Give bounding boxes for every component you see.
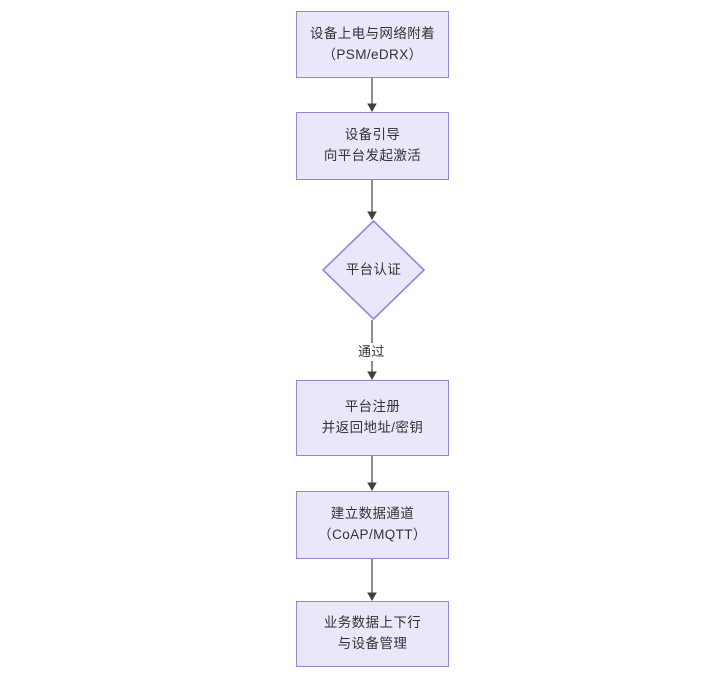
node-power-on[interactable]: 设备上电与网络附着 （PSM/eDRX）	[296, 11, 449, 78]
edge-label-e3: 通过	[355, 343, 388, 361]
node-business-data[interactable]: 业务数据上下行与设备管理	[296, 601, 449, 667]
node-label-platform-auth: 平台认证	[345, 261, 402, 277]
node-label-business-data-line-1: 业务数据上下行	[323, 615, 422, 631]
node-platform-auth[interactable]: 平台认证	[322, 220, 425, 320]
node-label-bootstrap-line-2: 向平台发起激活	[323, 148, 422, 163]
node-label-power-on-line-2: （PSM/eDRX）	[322, 46, 423, 62]
node-label-power-on-line-1: 设备上电与网络附着	[309, 25, 436, 41]
node-label-platform-register-line-2: 并返回地址/密钥	[321, 420, 424, 435]
node-label-data-channel-line-2: （CoAP/MQTT）	[318, 527, 427, 542]
edge-bootstrap-to-platform-auth	[362, 180, 382, 220]
node-label-data-channel-line-1: 建立数据通道	[330, 506, 415, 522]
node-platform-register[interactable]: 平台注册并返回地址/密钥	[296, 380, 449, 456]
edge-data-channel-to-business-data	[362, 559, 382, 601]
edge-platform-register-to-data-channel	[362, 456, 382, 491]
node-bootstrap[interactable]: 设备引导向平台发起激活	[296, 112, 449, 180]
node-label-business-data-line-2: 与设备管理	[337, 636, 408, 651]
node-label-bootstrap-line-1: 设备引导	[344, 127, 401, 143]
node-data-channel[interactable]: 建立数据通道 （CoAP/MQTT）	[296, 491, 449, 559]
node-label-platform-register-line-1: 平台注册	[344, 399, 401, 415]
decision-diamond-shape	[322, 220, 425, 320]
edge-power-on-to-bootstrap	[362, 78, 382, 112]
